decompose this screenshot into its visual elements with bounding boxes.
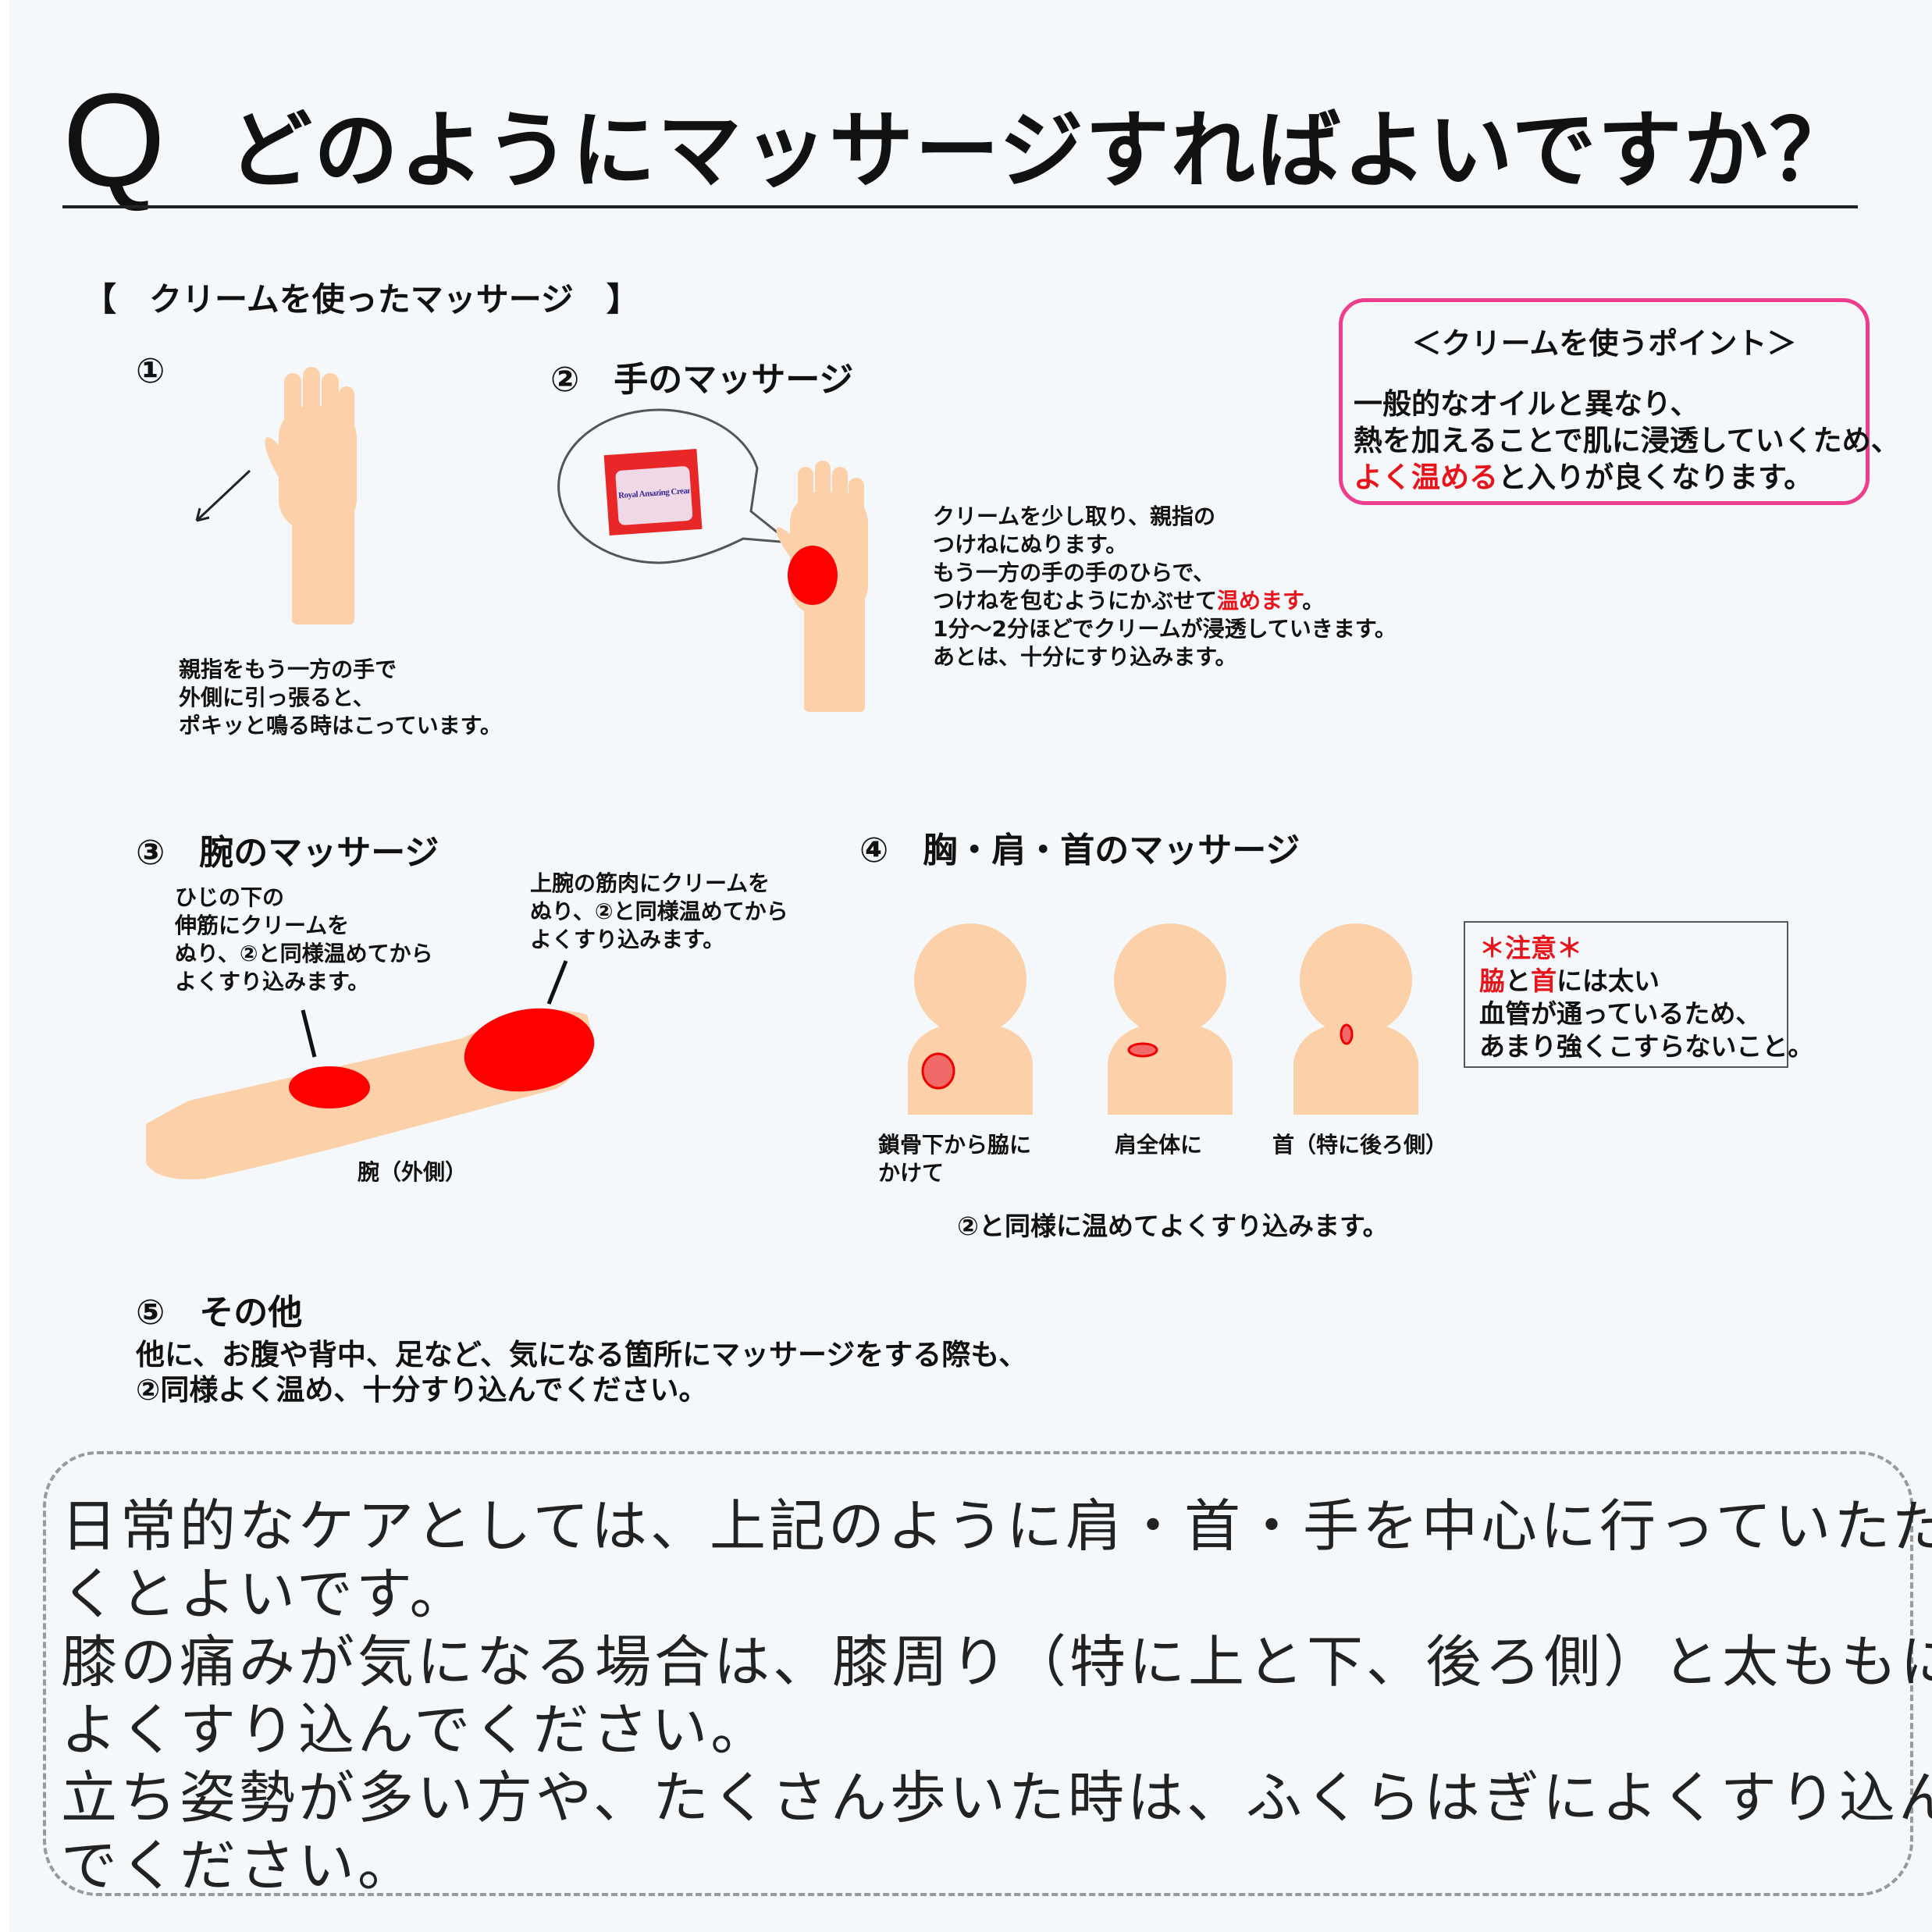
step2-highlight: 温めます <box>1217 588 1303 614</box>
application-spot <box>788 546 838 605</box>
chest-spot <box>921 1052 955 1090</box>
step5-line-2: ②同様よく温め、十分すり込んでください。 <box>136 1373 708 1407</box>
cream-jar-image <box>603 449 703 536</box>
caution-title: ＊注意＊ <box>1479 933 1582 963</box>
upper-arm-spot <box>464 1008 595 1092</box>
step2-text-b: 。 1分〜2分ほどでクリームが浸透していきます。 あとは、十分にすり込みます。 <box>933 588 1397 670</box>
caution-box: ＊注意＊ 脇と首には太い 血管が通っているため、 あまり強くこすらないこと。 <box>1464 921 1814 1068</box>
summary-box <box>43 1451 1913 1896</box>
summary-line-4: よくすり込んでください。 <box>61 1697 770 1763</box>
pointer-line-2 <box>546 960 568 1005</box>
summary-line-3: 膝の痛みが気になる場合は、膝周り（特に上と下、後ろ側）と太ももに <box>61 1629 1932 1695</box>
caution-and: と <box>1505 966 1531 996</box>
hand-illustration-1 <box>265 367 357 624</box>
summary-line-2: くとよいです。 <box>61 1561 469 1627</box>
step4-title: ④ 胸・肩・首のマッサージ <box>859 831 1300 870</box>
forearm-spot <box>289 1066 370 1108</box>
step1-text: 親指をもう一方の手で 外側に引っ張ると、 ポキッと鳴る時はこっています。 <box>179 656 502 738</box>
caution-armpit: 脇 <box>1479 966 1505 996</box>
caution-rest: には太い <box>1557 966 1660 996</box>
q-mark: Q <box>62 66 166 215</box>
upper-body-illustrations <box>908 923 1418 1115</box>
summary-line-1: 日常的なケアとしては、上記のように肩・首・手を中心に行っていただ <box>61 1493 1932 1559</box>
step1-number: ① <box>136 351 165 391</box>
caution-line-2: 血管が通っているため、 <box>1479 998 1762 1029</box>
step2-title: ② 手のマッサージ <box>550 360 854 400</box>
point-line-2: 熱を加えることで肌に浸透していくため、 <box>1354 424 1900 457</box>
arm-label: 腕（外側） <box>358 1159 468 1185</box>
step2-text: クリームを少し取り、親指の つけねにぬります。 もう一方の手の手のひらで、 つけ… <box>933 503 1397 671</box>
illustrations <box>146 367 1418 1179</box>
pointer-line-1 <box>301 1009 317 1058</box>
summary-line-6: でください。 <box>61 1833 418 1898</box>
neck-spot <box>1340 1023 1354 1045</box>
section-header: 【 クリームを使ったマッサージ 】 <box>84 280 639 318</box>
caution-neck: 首 <box>1531 966 1557 996</box>
cream-point-box: ＜クリームを使うポイント＞ 一般的なオイルと異なり、 熱を加えることで肌に浸透し… <box>1339 298 1900 505</box>
point-line-1: 一般的なオイルと異なり、 <box>1354 387 1699 421</box>
title-underline <box>62 205 1858 208</box>
point-highlight: よく温める <box>1354 461 1498 494</box>
page: Q どのようにマッサージすればよいですか？ 【 クリームを使ったマッサージ 】 … <box>9 0 1932 1932</box>
label-chest: 鎖骨下から脇に かけて <box>878 1132 1032 1186</box>
step5-title: ⑤ その他 <box>136 1293 303 1332</box>
label-shoulder: 肩全体に <box>1115 1132 1203 1158</box>
step2-text-a: クリームを少し取り、親指の つけねにぬります。 もう一方の手の手のひらで、 つけ… <box>933 503 1218 614</box>
caution-line-1: 脇と首には太い <box>1479 965 1773 998</box>
step4-footer: ②と同様に温めてよくすり込みます。 <box>957 1211 1389 1241</box>
label-neck: 首（特に後ろ側） <box>1272 1132 1448 1158</box>
point-line-3-rest: と入りが良くなります。 <box>1498 461 1813 494</box>
point-line-3: よく温めると入りが良くなります。 <box>1354 454 1813 496</box>
step3-text-left: ひじの下の 伸筋にクリームを ぬり、②と同様温めてから よくすり込みます。 <box>175 884 433 994</box>
page-title: どのようにマッサージすればよいですか？ <box>228 102 1856 200</box>
step3-text-right: 上腕の筋肉にクリームを ぬり、②と同様温めてから よくすり込みます。 <box>530 870 788 952</box>
step5-line-1: 他に、お腹や背中、足など、気になる箇所にマッサージをする際も、 <box>136 1338 1028 1372</box>
step3-title: ③ 腕のマッサージ <box>136 833 439 873</box>
summary-line-5: 立ち姿勢が多い方や、たくさん歩いた時は、ふくらはぎによくすり込ん <box>61 1765 1932 1831</box>
arrow-icon <box>195 469 251 522</box>
point-box-title: ＜クリームを使うポイント＞ <box>1411 326 1797 361</box>
caution-line-3: あまり強くこすらないこと。 <box>1479 1031 1814 1062</box>
shoulder-spot <box>1127 1042 1158 1058</box>
